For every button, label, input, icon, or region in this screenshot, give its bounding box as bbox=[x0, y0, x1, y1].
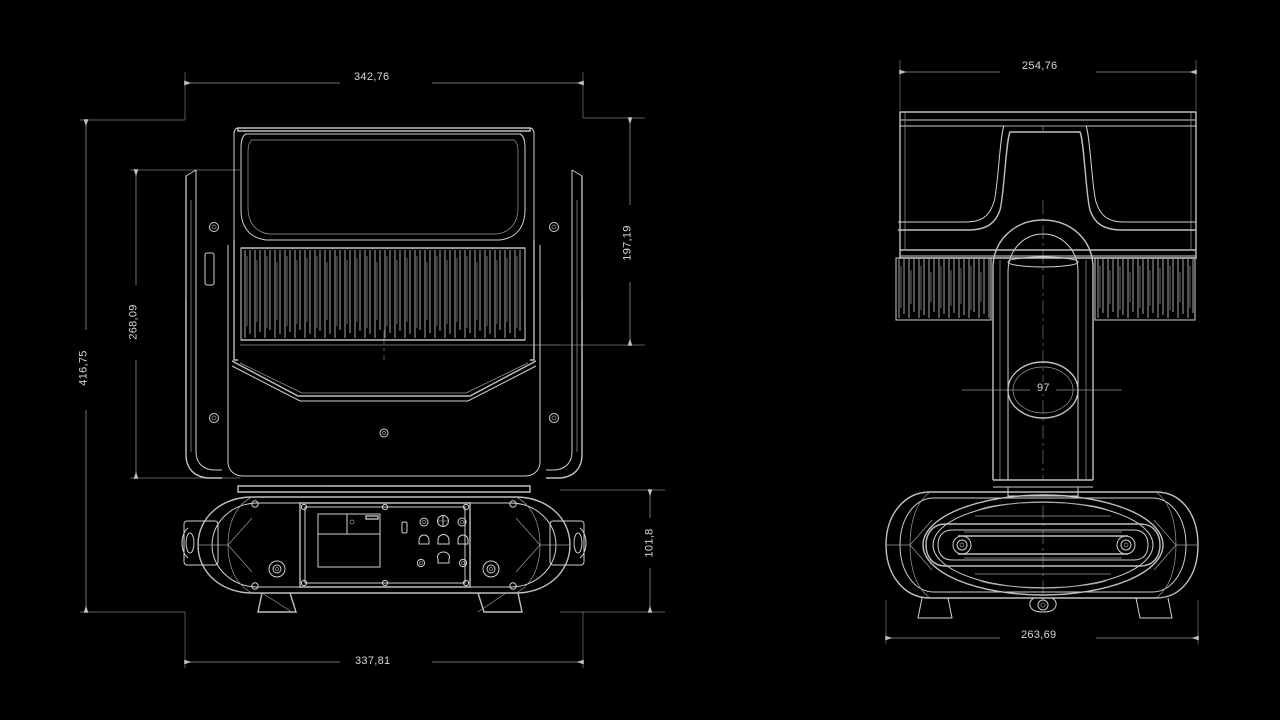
front-view bbox=[80, 72, 665, 668]
dim-side-yoke-bore: 97 bbox=[1034, 382, 1053, 394]
base-side bbox=[885, 491, 1199, 619]
dim-side-width-base: 263,69 bbox=[1018, 629, 1060, 641]
yoke-bracket bbox=[898, 125, 1196, 231]
dim-front-width-base: 337,81 bbox=[352, 655, 394, 667]
handle-bar bbox=[925, 523, 1161, 567]
control-panel[interactable] bbox=[299, 502, 471, 588]
dim-front-width-top: 342,76 bbox=[351, 71, 393, 83]
heatsink-right bbox=[1094, 257, 1196, 321]
tilt-bracket bbox=[1007, 486, 1079, 497]
head-housing bbox=[227, 127, 541, 477]
base-module bbox=[181, 485, 587, 594]
foot-left bbox=[257, 592, 297, 613]
chevron-trim bbox=[231, 360, 537, 438]
dim-front-height-head: 268,09 bbox=[127, 301, 140, 343]
dim-front-height-total: 416,75 bbox=[77, 347, 90, 389]
dim-front-height-base: 101,8 bbox=[643, 525, 656, 561]
lens-array bbox=[240, 247, 526, 341]
heatsink-left bbox=[895, 257, 992, 321]
yoke-arm-right bbox=[546, 169, 583, 479]
yoke-arm-left bbox=[185, 169, 222, 479]
foot-right bbox=[477, 592, 523, 613]
dim-front-height-upper: 197,19 bbox=[621, 222, 634, 264]
front-dimension-lines bbox=[80, 72, 665, 668]
display-screen[interactable] bbox=[317, 513, 381, 568]
keypad[interactable] bbox=[401, 515, 469, 568]
side-dimension-lines bbox=[885, 60, 1199, 644]
side-view bbox=[885, 60, 1199, 644]
dim-side-width-top: 254,76 bbox=[1019, 60, 1061, 72]
head-housing-side bbox=[899, 111, 1197, 259]
